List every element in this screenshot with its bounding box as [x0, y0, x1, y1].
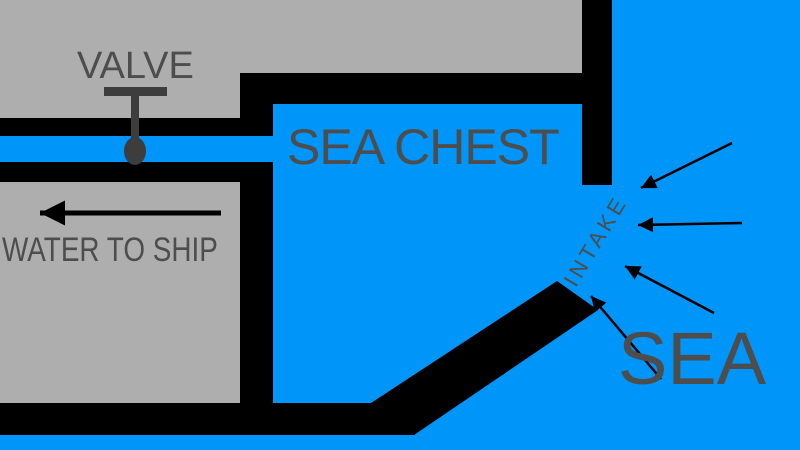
hull-wall-right: [582, 0, 612, 185]
sea-chest-wall-top: [240, 73, 582, 104]
sea-chest-wall-left: [240, 73, 273, 435]
intake-arrow-3: [624, 264, 715, 315]
ship-interior-lower: [0, 182, 240, 403]
sea-chest-label: SEA CHEST: [287, 119, 560, 175]
ship-interior-upper: [0, 0, 582, 73]
intake-label: INTAKE: [558, 190, 633, 291]
pipe-wall-top: [0, 118, 240, 136]
sea-label: SEA: [618, 317, 767, 400]
water-to-ship-label: WATER TO SHIP: [2, 231, 218, 269]
pipe-water: [0, 136, 273, 162]
intake-arrow-2: [637, 217, 743, 233]
valve-label: VALVE: [77, 45, 194, 87]
intake-arrow-1: [640, 141, 733, 190]
hull-bottom: [0, 403, 415, 435]
pipe-wall-bottom: [0, 162, 240, 182]
